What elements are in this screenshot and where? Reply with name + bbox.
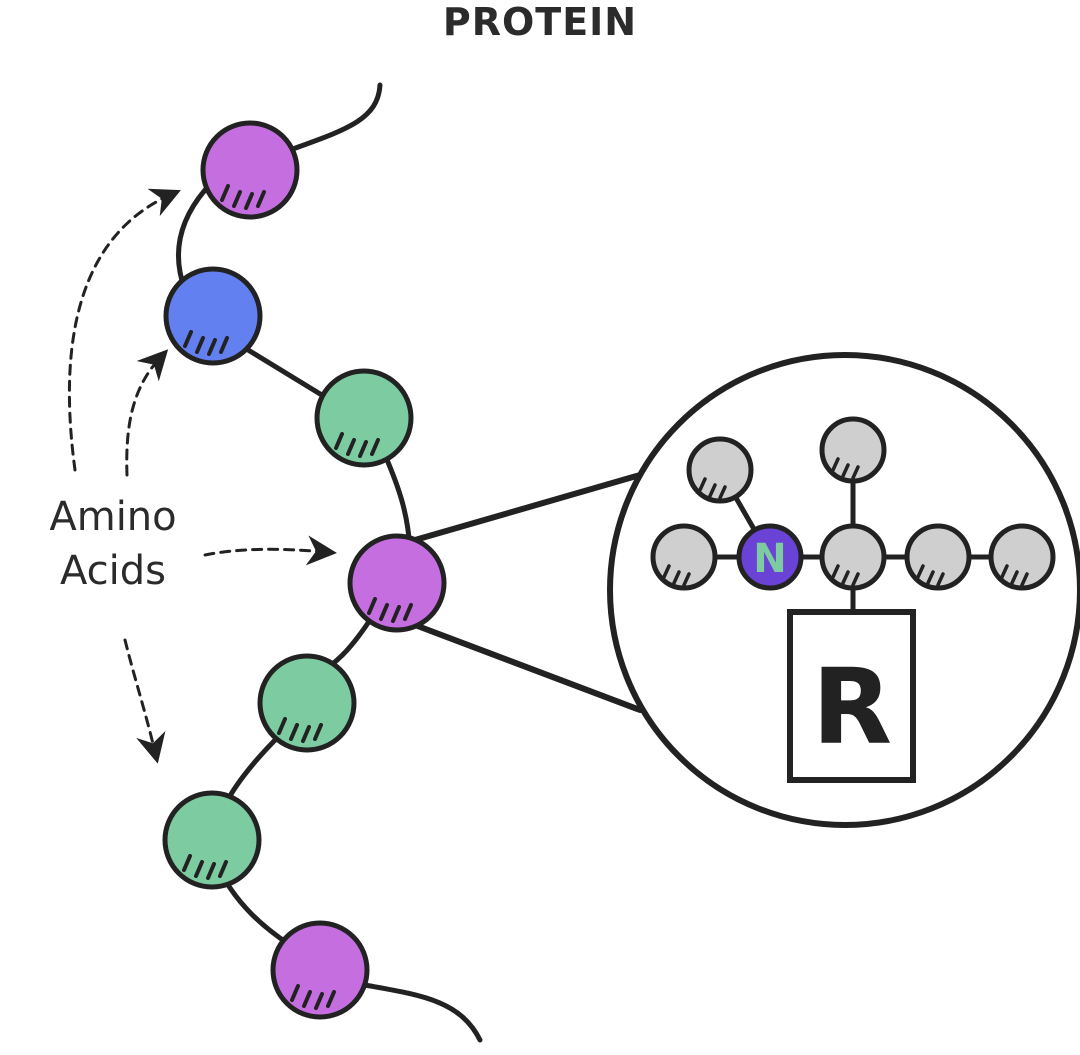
zoom-line-bottom <box>412 622 643 713</box>
amino-acid-bead-purple-2 <box>270 920 370 1020</box>
atom-left <box>650 523 718 591</box>
chain-link-6 <box>222 877 293 948</box>
r-group-letter: R <box>812 646 892 768</box>
atom-top-left <box>686 436 754 504</box>
amino-label-line-1: Amino <box>49 494 177 540</box>
zoom-line-top <box>412 472 643 543</box>
molecule-atoms <box>650 416 1056 591</box>
amino-acid-bead-purple-1 <box>200 120 300 220</box>
atom-alpha-carbon <box>819 523 887 591</box>
atom-right-2 <box>988 523 1056 591</box>
nitrogen-letter: N <box>753 536 786 582</box>
atom-top-center <box>819 416 887 484</box>
amino-acid-bead-purple-highlighted <box>347 533 447 633</box>
arrow-downward <box>123 638 166 764</box>
chain-link-2 <box>237 342 333 403</box>
arrow-to-highlighted-bead <box>203 535 337 566</box>
amino-acids-label: Amino Acids <box>18 490 208 598</box>
diagram-title: PROTEIN <box>442 0 638 44</box>
amino-acid-bead-blue <box>163 266 263 366</box>
atom-nitrogen <box>736 523 804 591</box>
zoom-circle-group: N R <box>607 352 1080 828</box>
chain-tail-bottom <box>362 982 483 1043</box>
amino-acid-bead-green-1 <box>314 368 414 468</box>
atom-right-1 <box>904 523 972 591</box>
chain-link-5 <box>222 732 283 808</box>
arrow-to-top-bead <box>67 188 181 472</box>
zoom-connectors <box>412 472 643 713</box>
r-group-box <box>787 609 916 783</box>
amino-acid-bead-green-2 <box>257 653 357 753</box>
pointer-arrows <box>67 188 337 764</box>
amino-acid-bead-green-3 <box>162 790 262 890</box>
chain-tail-top <box>287 82 383 153</box>
arrow-to-blue-bead <box>125 349 169 477</box>
atom-hatching <box>662 457 1029 587</box>
amino-acid-chain <box>162 120 447 1020</box>
amino-label-line-2: Acids <box>60 548 166 594</box>
